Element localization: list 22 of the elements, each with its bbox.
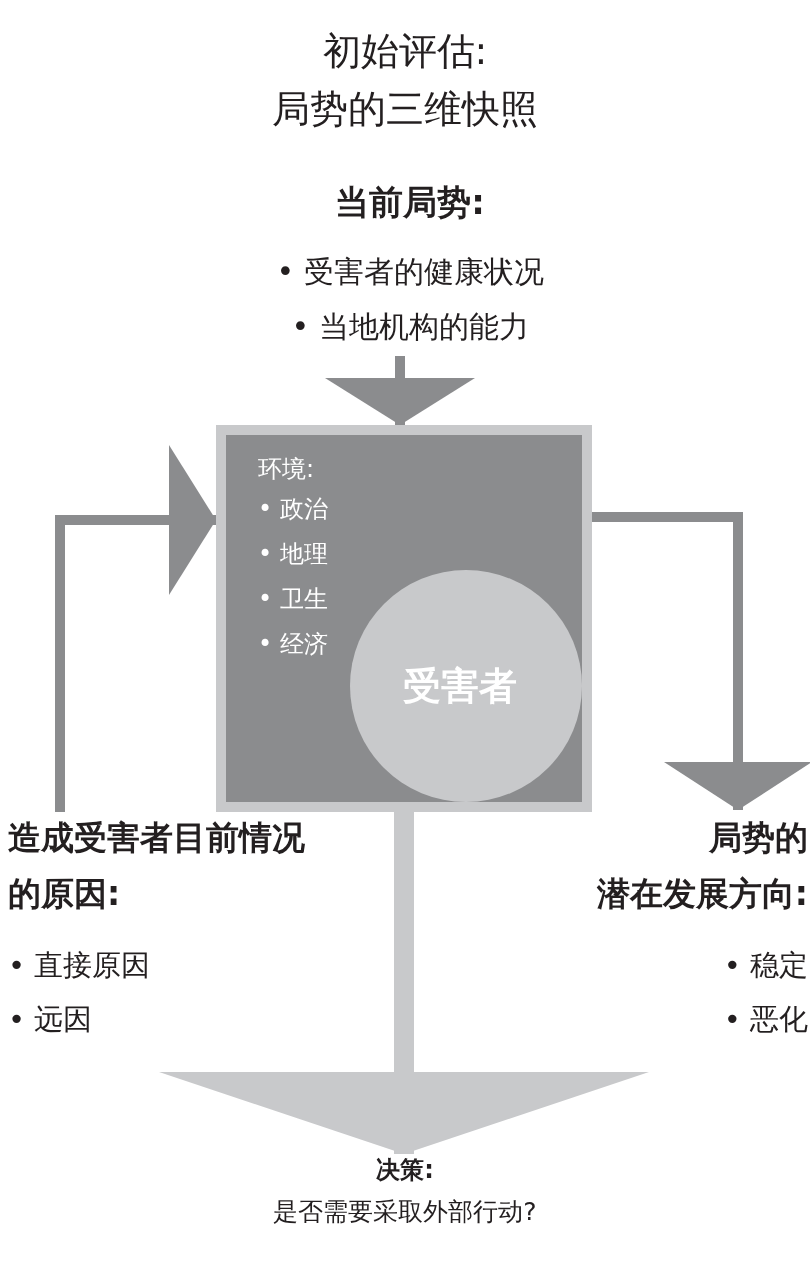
arrow	[159, 812, 649, 1154]
decision-question: 是否需要采取外部行动?	[273, 1197, 537, 1226]
section-heading: 决策:	[376, 1155, 434, 1186]
bullet-item: • 直接原因	[8, 947, 151, 984]
diagram-title: 初始评估:局势的三维快照	[271, 28, 539, 133]
bullet-item: • 远因	[8, 1001, 93, 1038]
section-heading: 造成受害者目前情况的原因:	[8, 817, 305, 915]
bullet-item: • 政治	[258, 494, 328, 525]
bullet-item: • 地理	[258, 539, 328, 570]
arrow	[55, 445, 216, 812]
panel-heading: 环境:	[258, 454, 315, 485]
bullet-item: • 经济	[258, 629, 328, 660]
bullet-item: • 稳定	[723, 947, 808, 984]
bullet-item: • 恶化	[723, 1001, 808, 1038]
section-heading: 局势的潜在发展方向:	[596, 817, 808, 915]
bullet-item: • 卫生	[258, 584, 328, 615]
bullet-item: • 受害者的健康状况	[276, 254, 544, 289]
arrow	[592, 512, 810, 810]
section-heading: 当前局势:	[335, 181, 485, 224]
environment-panel	[216, 425, 592, 812]
bullet-item: • 当地机构的能力	[291, 309, 529, 344]
arrow	[325, 356, 475, 425]
